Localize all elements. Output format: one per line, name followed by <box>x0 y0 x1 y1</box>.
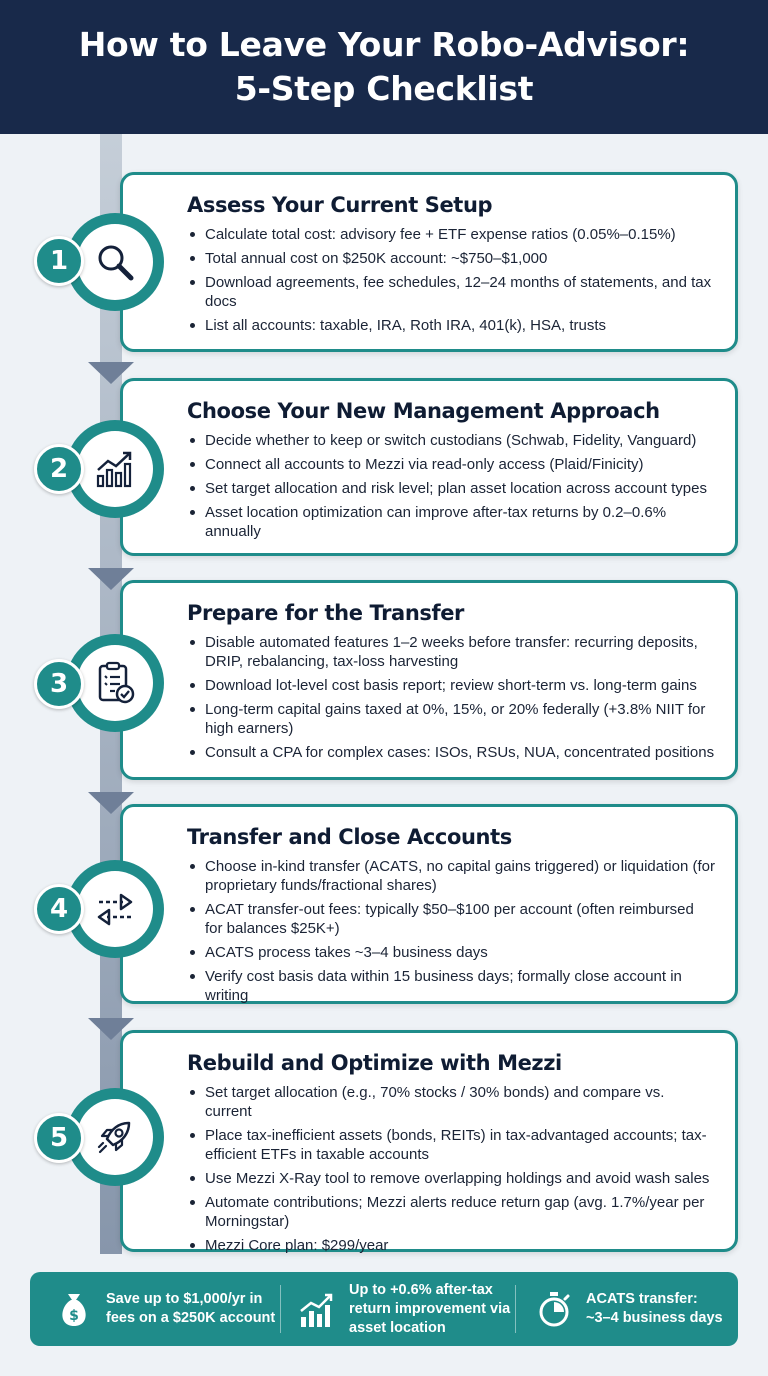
footer-text-line: return improvement via <box>349 1300 511 1317</box>
step-number-badge-2: 2 <box>34 444 84 494</box>
step-card-2: Choose Your New Management Approach Deci… <box>120 378 738 556</box>
step-title: Prepare for the Transfer <box>187 601 465 625</box>
step-bullet: ACATS process takes ~3–4 business days <box>187 943 715 962</box>
step-bullet-list: Choose in-kind transfer (ACATS, no capit… <box>187 857 715 1005</box>
step-bullet: Automate contributions; Mezzi alerts red… <box>187 1193 715 1231</box>
footer-text-line: Save up to $1,000/yr in <box>106 1291 263 1307</box>
step-bullet: ACAT transfer-out fees: typically $50–$1… <box>187 900 715 938</box>
step-card-3: Prepare for the Transfer Disable automat… <box>120 580 738 780</box>
page-title-line-2: 5-Step Checklist <box>234 69 534 108</box>
step-title: Choose Your New Management Approach <box>187 399 660 423</box>
step-bullet-list: Decide whether to keep or switch custodi… <box>187 431 715 541</box>
summary-footer: $ Save up to $1,000/yr in fees on a $250… <box>30 1272 738 1346</box>
step-title: Assess Your Current Setup <box>187 193 493 217</box>
step-bullet-list: Calculate total cost: advisory fee + ETF… <box>187 225 715 335</box>
page-title-line-1: How to Leave Your Robo-Advisor: <box>78 25 690 64</box>
footer-divider <box>515 1285 516 1333</box>
step-bullet: Long-term capital gains taxed at 0%, 15%… <box>187 700 715 738</box>
step-card-1: Assess Your Current Setup Calculate tota… <box>120 172 738 352</box>
step-bullet: Place tax-inefficient assets (bonds, REI… <box>187 1126 715 1164</box>
bar-chart-up-icon <box>300 1293 333 1327</box>
magnifying-glass-icon <box>98 245 134 281</box>
step-bullet: Total annual cost on $250K account: ~$75… <box>187 249 715 268</box>
transfer-arrows-icon <box>97 893 133 926</box>
step-bullet: Choose in-kind transfer (ACATS, no capit… <box>187 857 715 895</box>
step-icon-circle-4 <box>66 860 164 958</box>
step-card-5: Rebuild and Optimize with Mezzi Set targ… <box>120 1030 738 1255</box>
step-bullet: Asset location optimization can improve … <box>187 503 715 541</box>
step-bullet: Download lot-level cost basis report; re… <box>187 676 715 695</box>
footer-divider <box>280 1285 281 1333</box>
page-header: How to Leave Your Robo-Advisor: 5-Step C… <box>0 0 768 134</box>
step-title: Transfer and Close Accounts <box>187 825 512 849</box>
step-bullet: Verify cost basis data within 15 busines… <box>187 967 715 1005</box>
step-number-badge-4: 4 <box>34 884 84 934</box>
step-card-4: Transfer and Close Accounts Choose in-ki… <box>120 804 738 1004</box>
growth-chart-icon <box>96 451 132 488</box>
money-bag-icon: $ <box>62 1294 86 1326</box>
step-number-badge-5: 5 <box>34 1113 84 1163</box>
clipboard-checklist-icon <box>98 661 135 704</box>
step-bullet-list: Set target allocation (e.g., 70% stocks … <box>187 1083 715 1255</box>
footer-text-line: fees on a $250K account <box>106 1310 276 1326</box>
footer-text-line: Up to +0.6% after-tax <box>349 1281 493 1298</box>
step-bullet: Download agreements, fee schedules, 12–2… <box>187 273 715 311</box>
step-title: Rebuild and Optimize with Mezzi <box>187 1051 562 1075</box>
footer-item-timing: ACATS transfer: ~3–4 business days <box>516 1272 738 1346</box>
stopwatch-icon <box>539 1292 570 1327</box>
step-bullet: Calculate total cost: advisory fee + ETF… <box>187 225 715 244</box>
step-bullet: Set target allocation (e.g., 70% stocks … <box>187 1083 715 1121</box>
step-number-badge-3: 3 <box>34 659 84 709</box>
step-bullet-list: Disable automated features 1–2 weeks bef… <box>187 633 715 762</box>
rocket-icon <box>97 1121 131 1154</box>
step-bullet: Connect all accounts to Mezzi via read-o… <box>187 455 715 474</box>
footer-item-returns: Up to +0.6% after-tax return improvement… <box>281 1272 515 1346</box>
step-bullet: Set target allocation and risk level; pl… <box>187 479 715 498</box>
footer-text-line: ACATS transfer: <box>586 1291 698 1307</box>
step-bullet: Use Mezzi X-Ray tool to remove overlappi… <box>187 1169 715 1188</box>
svg-text:$: $ <box>69 1308 79 1324</box>
step-number-badge-1: 1 <box>34 236 84 286</box>
down-arrow-icon <box>88 362 134 384</box>
step-bullet: Decide whether to keep or switch custodi… <box>187 431 715 450</box>
step-bullet: Consult a CPA for complex cases: ISOs, R… <box>187 743 715 762</box>
step-bullet: List all accounts: taxable, IRA, Roth IR… <box>187 316 715 335</box>
footer-item-savings: $ Save up to $1,000/yr in fees on a $250… <box>30 1272 280 1346</box>
step-icon-circle-2 <box>66 420 164 518</box>
step-bullet: Mezzi Core plan: $299/year <box>187 1236 715 1255</box>
footer-text-line: ~3–4 business days <box>586 1310 723 1326</box>
step-bullet: Disable automated features 1–2 weeks bef… <box>187 633 715 671</box>
step-icon-circle-5 <box>66 1088 164 1186</box>
footer-text-line: asset location <box>349 1319 446 1336</box>
